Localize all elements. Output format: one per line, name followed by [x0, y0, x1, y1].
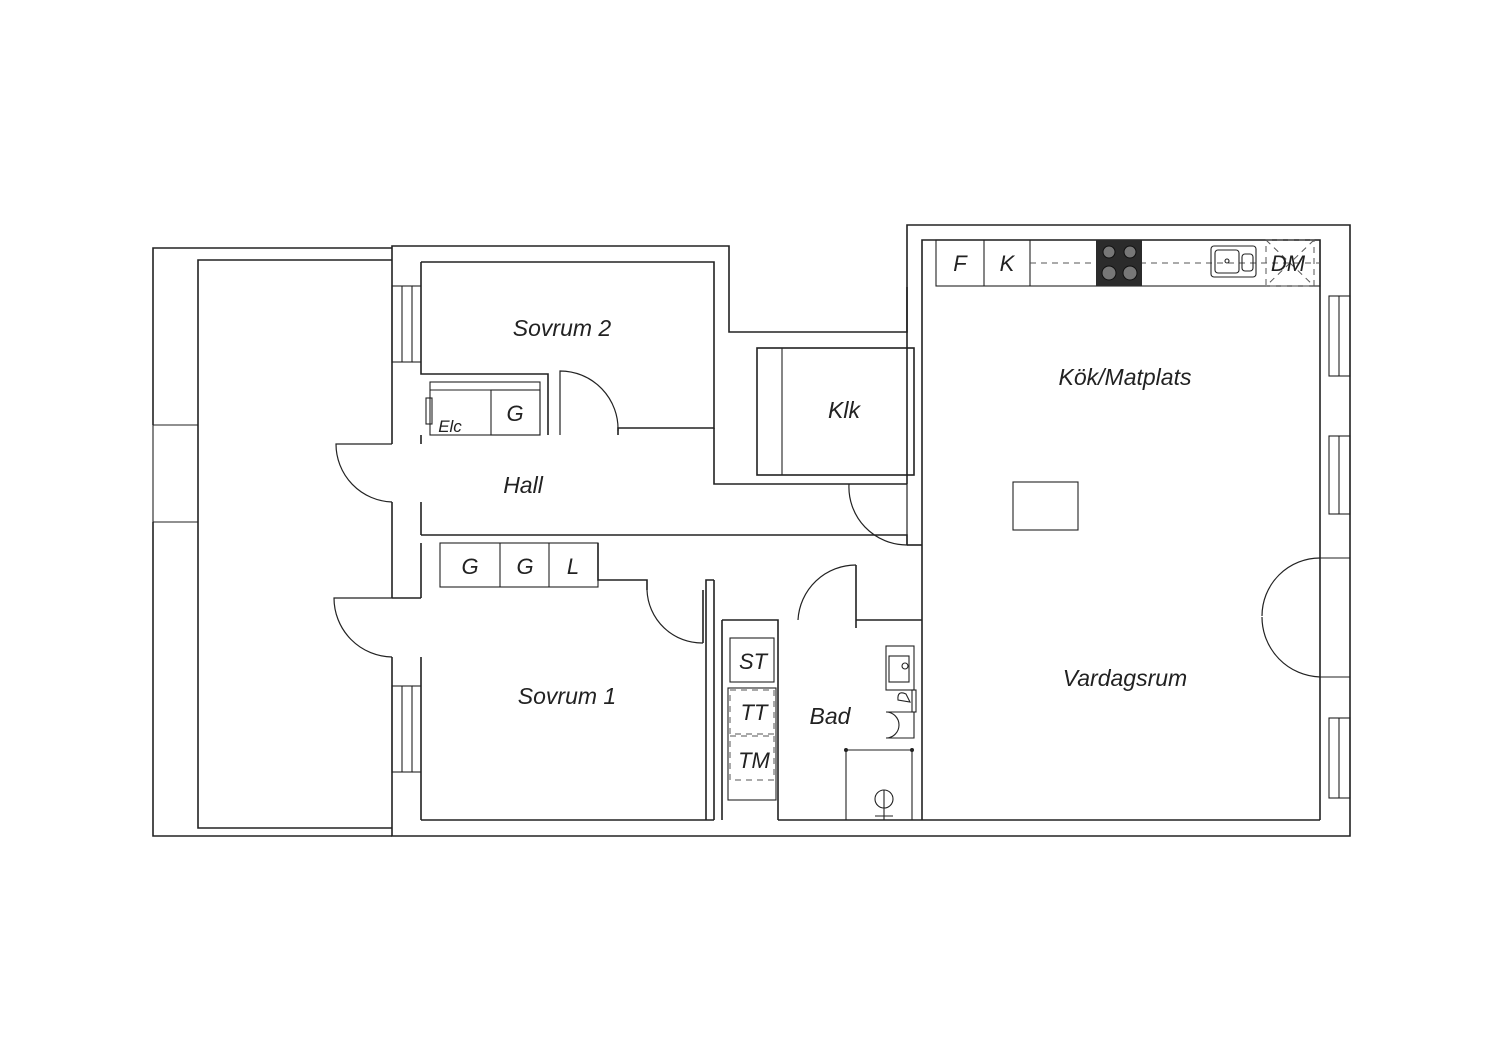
walk-in-closet [756, 347, 915, 476]
bathroom-fixtures [844, 645, 917, 820]
fridge-label: F [953, 251, 968, 276]
washer-label: TM [738, 748, 770, 773]
stove-icon [1096, 240, 1142, 286]
freezer-label: K [1000, 251, 1016, 276]
balcony [152, 247, 392, 837]
room-label-sovrum2: Sovrum 2 [513, 315, 612, 341]
room-label-elc: Elc [438, 417, 462, 436]
closet-label: G [506, 401, 523, 426]
hall-closets [425, 381, 599, 588]
kitchen-counter [935, 239, 1321, 287]
outer-walls [391, 224, 1351, 837]
shower-icon [845, 749, 913, 820]
washbasin-icon [885, 645, 915, 691]
dishwasher-icon [1265, 239, 1315, 287]
laundry-column [727, 637, 777, 801]
room-label-bad: Bad [810, 703, 852, 729]
closet-label: G [516, 554, 533, 579]
room-label-hall: Hall [503, 472, 544, 498]
room-label-vardagsrum: Vardagsrum [1063, 665, 1187, 691]
room-label-klk: Klk [828, 397, 861, 423]
tumble-dryer-label: TT [741, 700, 769, 725]
sink-icon [1210, 245, 1257, 278]
doors [333, 370, 1350, 678]
toilet-icon [885, 711, 915, 739]
dishwasher-label: DM [1271, 251, 1306, 276]
windows [391, 285, 1351, 799]
dining-table [1012, 481, 1079, 531]
drying-cabinet-label: ST [739, 649, 769, 674]
closet-label: G [461, 554, 478, 579]
linen-closet-label: L [567, 554, 579, 579]
room-label-sovrum1: Sovrum 1 [518, 683, 616, 709]
room-label-kok: Kök/Matplats [1059, 364, 1192, 390]
